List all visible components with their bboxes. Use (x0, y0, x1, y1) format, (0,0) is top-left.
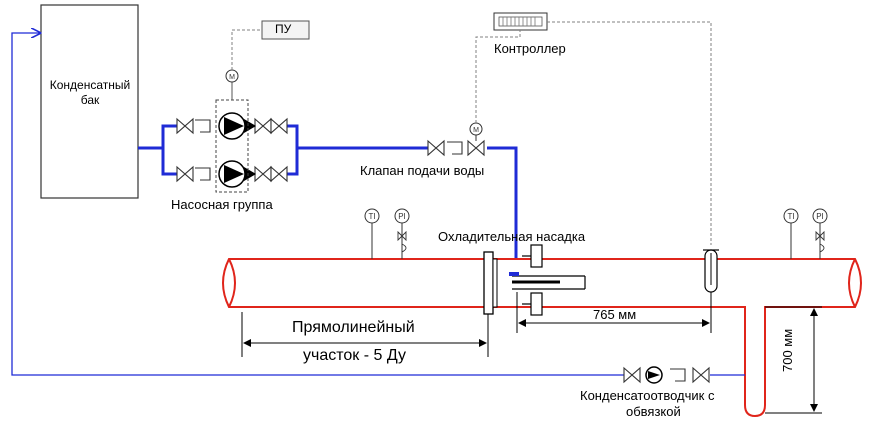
svg-text:M: M (229, 74, 235, 81)
water-valve (427, 139, 485, 157)
steam-trap-label-line1: Конденсатоотводчик с (580, 388, 715, 403)
pump-valves (176, 117, 288, 183)
control-signal-line (475, 30, 521, 123)
water-valve-label: Клапан подачи воды (360, 163, 485, 178)
straight-section-label-line2: участок - 5 Ду (303, 347, 407, 364)
sensor-signal-line (547, 21, 712, 245)
temperature-indicator (364, 208, 380, 224)
cooling-nozzle-label: Охладительная насадка (438, 229, 586, 244)
pressure-indicator (394, 208, 410, 224)
pressure-indicator (812, 208, 828, 224)
svg-text:TI: TI (368, 212, 375, 221)
controller-label: Контроллер (494, 41, 566, 56)
steam-trap-label-line2: обвязкой (626, 404, 681, 419)
pump-group-piping (138, 124, 518, 272)
condensate-tank-label: Конденсатный бак (49, 78, 131, 107)
temperature-indicator (783, 208, 799, 224)
return-line (11, 33, 625, 376)
pump-checkvalves (244, 119, 256, 181)
steam-trap-assembly (623, 366, 710, 384)
svg-text:M: M (473, 127, 479, 134)
condensate-tank (40, 4, 139, 199)
svg-text:PI: PI (398, 212, 406, 221)
straight-section-label-line1: Прямолинейный (292, 319, 415, 336)
svg-text:TI: TI (787, 212, 794, 221)
svg-text:PI: PI (816, 212, 824, 221)
pipe-flange (483, 251, 494, 315)
control-unit-box (261, 20, 310, 40)
cooling-nozzle (512, 244, 586, 316)
dimension-765-label: 765 мм (593, 307, 637, 322)
control-unit-label: ПУ (275, 22, 292, 36)
dimension-700-label: 700 мм (780, 328, 795, 372)
pump-group-label: Насосная группа (171, 197, 273, 212)
steam-pipe (222, 258, 862, 418)
